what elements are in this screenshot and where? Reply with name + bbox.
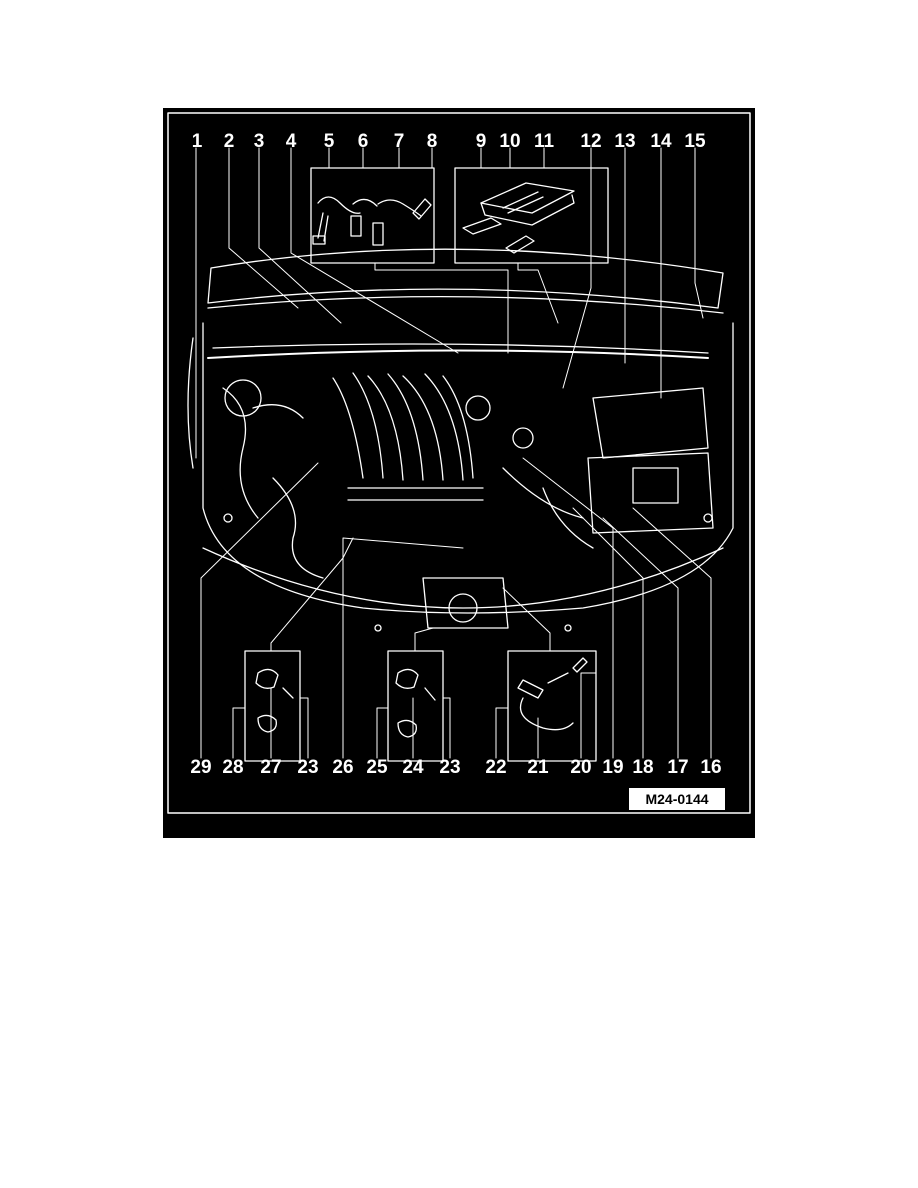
callout-23-b: 23 — [439, 757, 461, 778]
callout-21: 21 — [527, 757, 549, 778]
figure-code-label: M24-0144 — [628, 787, 726, 811]
callout-9: 9 — [475, 131, 487, 152]
callout-26: 26 — [332, 757, 354, 778]
inset-control-module — [454, 167, 609, 264]
engine-bay-outline — [187, 248, 734, 632]
bottom-leader-lines — [200, 457, 712, 759]
callout-10: 10 — [499, 131, 521, 152]
callout-19: 19 — [602, 757, 624, 778]
callout-24: 24 — [402, 757, 424, 778]
engine-compartment-diagram: 1 2 3 4 5 6 7 8 9 10 11 12 13 14 15 29 2… — [163, 108, 755, 838]
callout-11: 11 — [533, 131, 555, 152]
callout-23-a: 23 — [297, 757, 319, 778]
inset-sensor-c — [507, 650, 597, 762]
engine-illustration — [167, 112, 751, 814]
callout-25: 25 — [366, 757, 388, 778]
inset-sensor-b — [387, 650, 444, 762]
callout-6: 6 — [357, 131, 369, 152]
callout-15: 15 — [684, 131, 706, 152]
callout-14: 14 — [650, 131, 672, 152]
inset-oxygen-sensors — [310, 167, 435, 264]
callout-1: 1 — [191, 131, 203, 152]
callout-27: 27 — [260, 757, 282, 778]
callout-22: 22 — [485, 757, 507, 778]
callout-28: 28 — [222, 757, 244, 778]
callout-13: 13 — [614, 131, 636, 152]
callout-17: 17 — [667, 757, 689, 778]
callout-29: 29 — [190, 757, 212, 778]
callout-20: 20 — [570, 757, 592, 778]
callout-4: 4 — [285, 131, 297, 152]
callout-18: 18 — [632, 757, 654, 778]
inset-sensor-a — [244, 650, 301, 762]
callout-3: 3 — [253, 131, 265, 152]
callout-8: 8 — [426, 131, 438, 152]
callout-5: 5 — [323, 131, 335, 152]
callout-12: 12 — [580, 131, 602, 152]
callout-2: 2 — [223, 131, 235, 152]
callout-7: 7 — [393, 131, 405, 152]
callout-16: 16 — [700, 757, 722, 778]
